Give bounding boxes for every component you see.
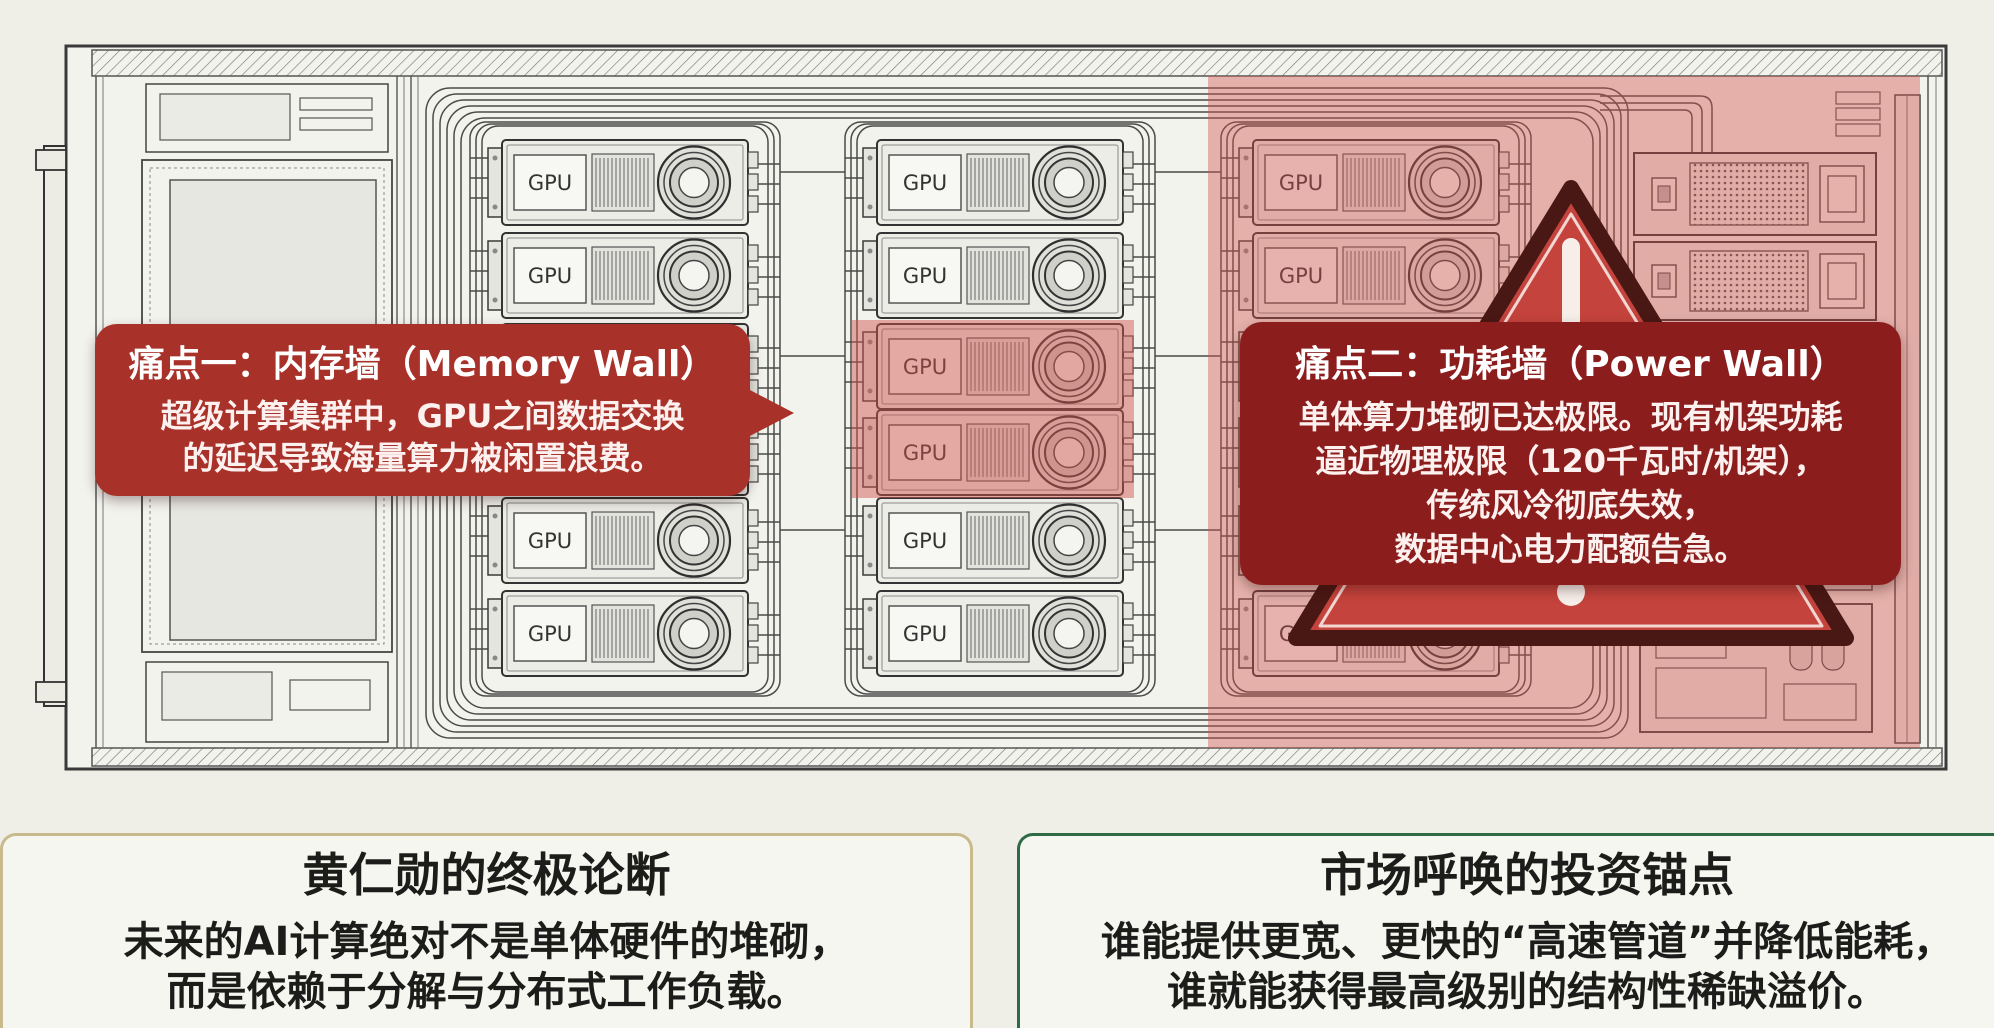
gpu-card: GPU (487, 497, 759, 584)
gpu-heatsink (591, 246, 655, 305)
fan-icon (1031, 596, 1107, 671)
power-supply-unit (1633, 152, 1877, 236)
card-title: 市场呼唤的投资锚点 (1320, 848, 1734, 902)
gpu-label-plate (888, 247, 962, 304)
gpu-card: GPU (862, 497, 1134, 584)
fan-icon (656, 503, 732, 578)
gpu-label-plate (888, 154, 962, 211)
callout-pointer (748, 389, 794, 437)
gpu-label: GPU (1279, 171, 1323, 195)
gpu-heatsink (966, 337, 1030, 396)
gpu-card: GPU (487, 139, 759, 226)
gpu-heatsink (591, 604, 655, 663)
gpu-label: GPU (903, 264, 947, 288)
gpu-label: GPU (1279, 264, 1323, 288)
card-line: 谁能提供更宽、更快的“高速管道”并降低能耗， (1100, 919, 1954, 965)
callout-line: 数据中心电力配额告急。 (1394, 530, 1747, 568)
gpu-card: GPU (862, 323, 1134, 410)
gpu-heatsink (966, 604, 1030, 663)
card-title: 黄仁勋的终极论断 (302, 848, 671, 902)
gpu-card: GPU (862, 139, 1134, 226)
gpu-label: GPU (903, 441, 947, 465)
gpu-label-plate (1264, 154, 1338, 211)
gpu-card: GPU (862, 409, 1134, 496)
gpu-label-plate (513, 247, 587, 304)
gpu-label: GPU (903, 355, 947, 379)
gpu-heatsink (966, 246, 1030, 305)
gpu-label-plate (888, 605, 962, 662)
callout-body: 超级计算集群中，GPU之间数据交换 的延迟导致海量算力被闲置浪费。 (95, 395, 750, 479)
gpu-label: GPU (528, 264, 572, 288)
gpu-label-plate (513, 154, 587, 211)
fan-icon (1407, 145, 1483, 220)
gpu-label: GPU (528, 171, 572, 195)
card-line: 谁就能获得最高级别的结构性稀缺溢价。 (1167, 969, 1887, 1015)
gpu-card: GPU (862, 232, 1134, 319)
fan-icon (1407, 238, 1483, 313)
gpu-heatsink (591, 153, 655, 212)
gpu-label-plate (513, 605, 587, 662)
callout-line: 单体算力堆砌已达极限。现有机架功耗 (1298, 398, 1843, 436)
fan-icon (1031, 415, 1107, 490)
gpu-heatsink (591, 511, 655, 570)
gpu-heatsink (966, 423, 1030, 482)
power-supply-unit (1633, 241, 1877, 321)
gpu-card: GPU (1238, 232, 1510, 319)
callout-line: 传统风冷彻底失效， (1426, 486, 1715, 524)
gpu-label-plate (513, 512, 587, 569)
callout-body: 单体算力堆砌已达极限。现有机架功耗 逼近物理极限（120千瓦时/机架）， 传统风… (1240, 395, 1901, 571)
gpu-label-plate (888, 512, 962, 569)
callout-title: 痛点一：内存墙（Memory Wall） (128, 344, 717, 385)
card-body: 未来的AI计算绝对不是单体硬件的堆砌， 而是依赖于分解与分布式工作负载。 (3, 917, 970, 1017)
gpu-heatsink (966, 153, 1030, 212)
callout-memory-wall: 痛点一：内存墙（Memory Wall） 超级计算集群中，GPU之间数据交换 的… (95, 324, 750, 496)
gpu-heatsink (966, 511, 1030, 570)
fan-icon (656, 238, 732, 313)
gpu-heatsink (1342, 153, 1406, 212)
memory-wall-highlight (852, 320, 1134, 498)
investment-anchor-card: 市场呼唤的投资锚点 谁能提供更宽、更快的“高速管道”并降低能耗， 谁就能获得最高… (1017, 833, 1994, 1028)
gpu-card: GPU (1238, 139, 1510, 226)
gpu-label: GPU (903, 171, 947, 195)
gpu-label-plate (888, 424, 962, 481)
fan-icon (1031, 238, 1107, 313)
card-line: 而是依赖于分解与分布式工作负载。 (166, 969, 807, 1015)
gpu-heatsink (1342, 246, 1406, 305)
gpu-card: GPU (862, 590, 1134, 677)
callout-line: 逼近物理极限（120千瓦时/机架）， (1315, 442, 1826, 480)
callout-line: 的延迟导致海量算力被闲置浪费。 (182, 439, 663, 477)
gpu-label: GPU (528, 622, 572, 646)
gpu-card: GPU (487, 590, 759, 677)
gpu-label-plate (1264, 247, 1338, 304)
chassis-handle (35, 145, 67, 707)
gpu-label-plate (888, 338, 962, 395)
callout-power-wall: 痛点二：功耗墙（Power Wall） 单体算力堆砌已达极限。现有机架功耗 逼近… (1240, 322, 1901, 585)
fan-icon (656, 145, 732, 220)
gpu-label: GPU (903, 529, 947, 553)
fan-icon (1031, 145, 1107, 220)
gpu-card: GPU (487, 232, 759, 319)
gpu-label: GPU (528, 529, 572, 553)
conclusion-card: 黄仁勋的终极论断 未来的AI计算绝对不是单体硬件的堆砌， 而是依赖于分解与分布式… (0, 833, 973, 1028)
card-body: 谁能提供更宽、更快的“高速管道”并降低能耗， 谁就能获得最高级别的结构性稀缺溢价… (1060, 917, 1994, 1017)
callout-line: 超级计算集群中，GPU之间数据交换 (160, 397, 685, 435)
gpu-label: GPU (903, 622, 947, 646)
card-line: 未来的AI计算绝对不是单体硬件的堆砌， (123, 919, 850, 965)
fan-icon (1031, 503, 1107, 578)
fan-icon (656, 596, 732, 671)
callout-title: 痛点二：功耗墙（Power Wall） (1295, 344, 1846, 385)
fan-icon (1031, 329, 1107, 404)
